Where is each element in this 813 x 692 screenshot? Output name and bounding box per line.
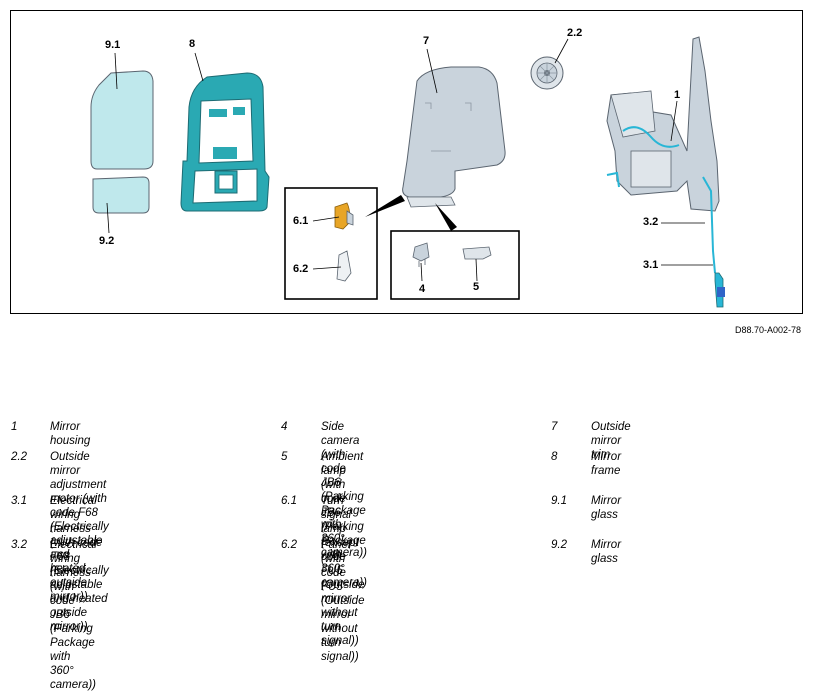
legend-description-line: Package with 360° camera)): [321, 505, 368, 559]
callout-6-1: 6.1: [293, 215, 309, 227]
legend-description-line: Mirror glass: [591, 495, 622, 521]
legend-item-number: 8: [551, 451, 558, 463]
legend-description-line: without turn signal)): [321, 623, 359, 663]
legend-description-line: Mirror glass: [591, 539, 622, 565]
parts-illustration: [90, 36, 725, 308]
legend-item-description: Mirror glass: [591, 494, 621, 522]
inset-box-camera-lamp: [390, 230, 520, 300]
legend-description-line: Side camera (with code JB6 (Parking: [321, 421, 364, 503]
legend-item-number: 2.2: [11, 451, 27, 463]
legend-description-line: JB6 (Parking Package with 360°: [50, 609, 95, 677]
leader-lines: [106, 38, 713, 282]
legend-description-line: code F68 (Electrically adjustable and: [50, 507, 109, 561]
panel-part: [336, 250, 352, 282]
legend-description-line: camera)): [50, 679, 97, 691]
legend-description-line: Package with 360° camera)): [321, 535, 368, 589]
callout-4: 4: [419, 283, 426, 295]
callout-9-1: 9.1: [105, 39, 121, 51]
callout-6-2: 6.2: [293, 263, 309, 275]
legend-item-number: 3.2: [11, 539, 27, 551]
callout-9-2: 9.2: [99, 235, 115, 247]
legend-item-number: 6.1: [281, 495, 297, 507]
legend-description-line: Electrical wiring harness (with code: [50, 495, 103, 549]
legend-item-description: Mirror glass: [591, 538, 621, 566]
legend-description-line: Outside mirror trim: [591, 421, 631, 461]
legend-item-number: 1: [11, 421, 18, 433]
mirror-trim-part: [402, 66, 506, 208]
callout-7: 7: [423, 35, 430, 47]
legend-item-number: 7: [551, 421, 558, 433]
inset-box-turn-signal: [284, 187, 378, 300]
callout-2-2: 2.2: [567, 27, 583, 39]
legend-item-number: 4: [281, 421, 288, 433]
legend-description-line: Outside mirror adjustment motor (with: [50, 451, 107, 505]
callout-1: 1: [674, 89, 681, 101]
legend-item-number: 9.2: [551, 539, 567, 551]
legend-item-number: 9.1: [551, 495, 567, 507]
legend-item-number: 6.2: [281, 539, 297, 551]
legend-description-line: Turn signal lamp (except code FU5: [321, 495, 359, 577]
legend-description-line: Mirror frame: [591, 451, 622, 477]
adjustment-motor-part: [530, 56, 564, 90]
legend-item-number: 3.1: [11, 495, 27, 507]
mirror-housing-part: [606, 36, 725, 308]
exploded-parts-diagram: 9.1 8 9.2 7 2.2 1 6.1 6.2 4 5 3.2 3.1: [10, 10, 803, 314]
legend-item-description: Mirror frame: [591, 450, 621, 478]
legend-description-line: Electrical wiring harness (with code: [50, 539, 97, 607]
turn-signal-lamp-part: [334, 202, 354, 230]
side-camera-part: [412, 242, 430, 267]
mirror-frame-part: [180, 72, 270, 212]
legend-item-description: Mirror housing: [50, 420, 90, 448]
figure-id: D88.70-A002-78: [734, 325, 801, 335]
callout-5: 5: [473, 281, 480, 293]
legend-item-number: 5: [281, 451, 288, 463]
ambient-lamp-part: [462, 246, 492, 260]
callout-3-2: 3.2: [643, 216, 659, 228]
legend-item-description: Outside mirror trim: [591, 420, 631, 462]
legend-description-line: Panel (with code FU5 (Outside mirror: [321, 539, 365, 621]
mirror-glass-lower: [92, 176, 150, 214]
legend-description-line: Ambient lamp (with code JB6 (Parking: [321, 451, 364, 533]
callout-3-1: 3.1: [643, 259, 659, 271]
mirror-glass-upper: [90, 70, 154, 170]
legend-description-line: Mirror housing: [50, 421, 91, 447]
callout-8: 8: [189, 38, 196, 50]
